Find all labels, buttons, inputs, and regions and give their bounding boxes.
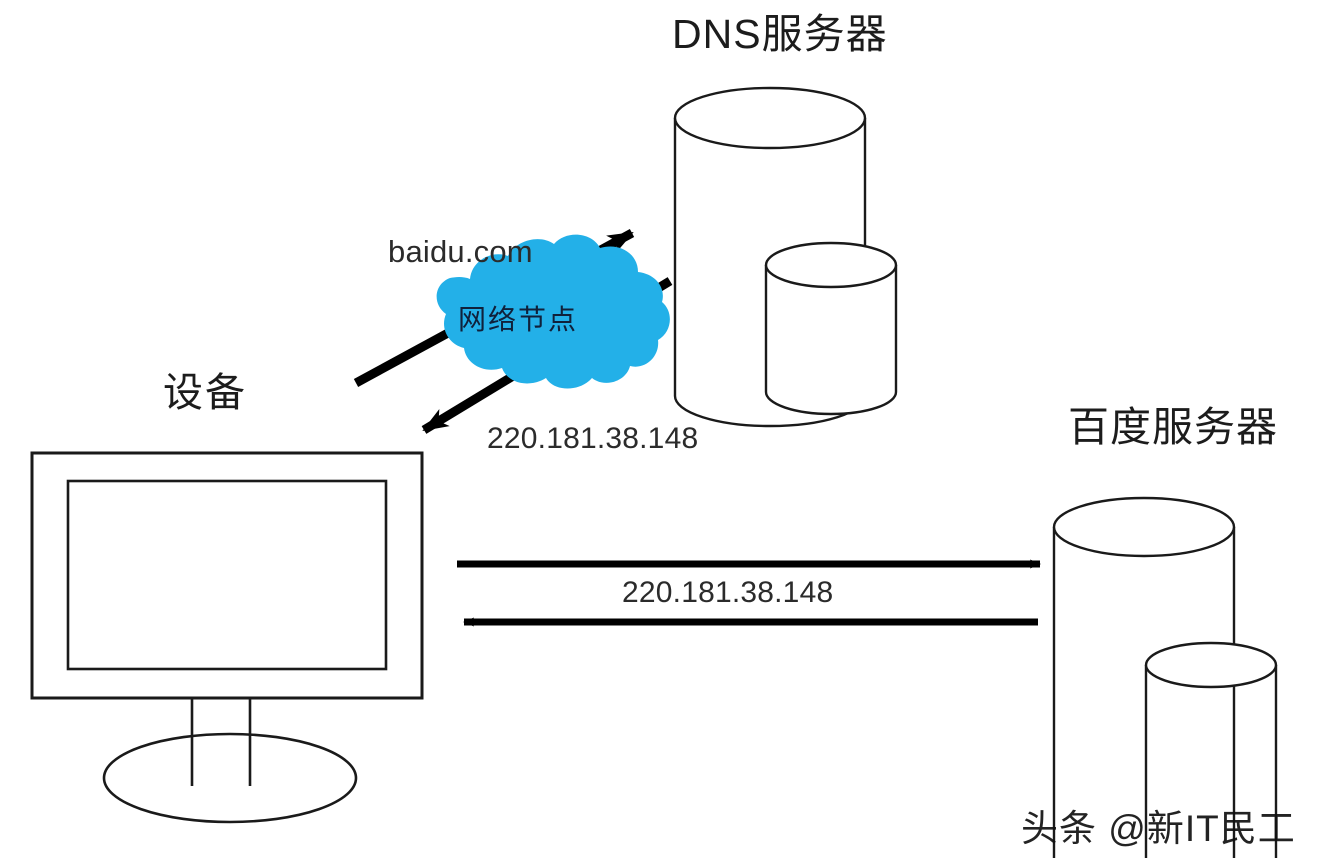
dns-large-cylinder-top [673, 86, 867, 150]
dns-small-cylinder-top [764, 241, 898, 289]
watermark-text: 头条 @新IT民工 [1021, 808, 1296, 849]
monitor-screen [66, 479, 388, 671]
dns-small-cylinder-body [764, 265, 898, 416]
baidu-large-cylinder-body [1052, 527, 1236, 858]
baidu-small-cylinder-top [1144, 641, 1278, 689]
monitor-base [102, 732, 358, 824]
cloud-body [436, 234, 670, 389]
dns-response-ip-label: 220.181.38.148 [487, 422, 699, 455]
network-node-cloud-shape [436, 234, 670, 389]
cloud-label: 网络节点 [458, 304, 579, 335]
server-ip-label: 220.181.38.148 [622, 576, 834, 609]
baidu-server-shape [1052, 496, 1278, 858]
device-monitor-shape [30, 451, 424, 824]
device-title: 设备 [163, 371, 247, 415]
baidu-flow-arrows [457, 559, 1041, 627]
dns-server-title: DNS服务器 [672, 11, 888, 57]
baidu-server-title: 百度服务器 [1068, 404, 1278, 450]
monitor-stand [190, 698, 252, 786]
baidu-small-cylinder-body [1144, 665, 1278, 858]
dns-server-shape [673, 86, 898, 428]
baidu-large-cylinder-top [1052, 496, 1236, 558]
query-domain-label: baidu.com [388, 234, 533, 269]
